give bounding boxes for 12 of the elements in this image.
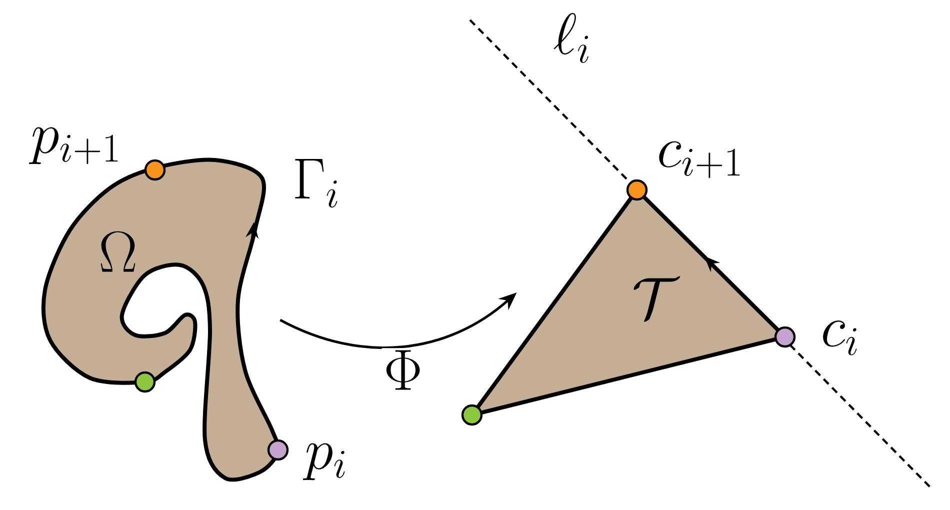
curve-label: $\Gamma_i$ (295, 158, 338, 208)
point-marker (134, 371, 156, 393)
point-marker (144, 159, 166, 181)
point-label: $p_i$ (302, 443, 345, 480)
point-marker (461, 404, 483, 426)
point-marker (267, 439, 289, 461)
point-marker (774, 326, 796, 348)
point-marker (626, 179, 648, 201)
edge-label: $\Phi$ (386, 350, 420, 390)
curve-label: $\ell_i$ (554, 12, 588, 63)
point-label: $c_i$ (823, 320, 857, 356)
point-label: $c_{i+1}$ (659, 141, 740, 178)
